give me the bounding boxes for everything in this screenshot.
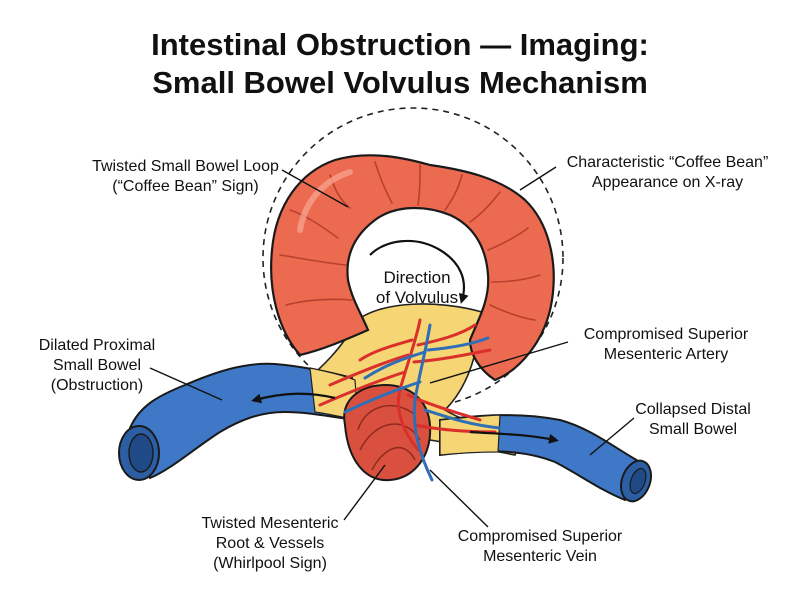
label-dilated-proximal-bowel: Dilated Proximal Small Bowel (Obstructio… <box>38 337 156 394</box>
volvulus-direction-arrow <box>369 239 469 304</box>
twisted-root-knot <box>343 383 432 482</box>
superior-mesenteric-vein <box>343 323 502 482</box>
label-coffee-bean-appearance: Characteristic “Coffee Bean” Appearance … <box>566 154 769 191</box>
bowel-fold-lines <box>279 161 541 321</box>
label-collapsed-distal-bowel: Collapsed Distal Small Bowel <box>635 401 751 438</box>
bowel-highlight <box>297 169 353 233</box>
title-line-2: Small Bowel Volvulus Mechanism <box>152 65 648 100</box>
diagram-title: Intestinal Obstruction — Imaging: Small … <box>0 26 800 102</box>
distal-bowel-lumen <box>629 467 647 495</box>
label-mesenteric-vein: Compromised Superior Mesenteric Vein <box>457 528 623 565</box>
label-mesenteric-artery: Compromised Superior Mesenteric Artery <box>583 326 749 363</box>
proximal-bowel-lumen <box>128 433 154 473</box>
label-twisted-mesenteric-root: Twisted Mesenteric Root & Vessels (Whirl… <box>201 515 339 572</box>
distal-flow-arrow <box>469 430 559 444</box>
title-line-1: Intestinal Obstruction — Imaging: <box>151 27 649 62</box>
leader-lines <box>149 166 635 528</box>
proximal-flow-arrow <box>251 392 336 404</box>
distal-mesentery-fold <box>439 414 501 456</box>
label-direction-of-volvulus: Direction of Volvulus <box>375 268 459 307</box>
label-twisted-loop: Twisted Small Bowel Loop (“Coffee Bean” … <box>92 158 279 195</box>
